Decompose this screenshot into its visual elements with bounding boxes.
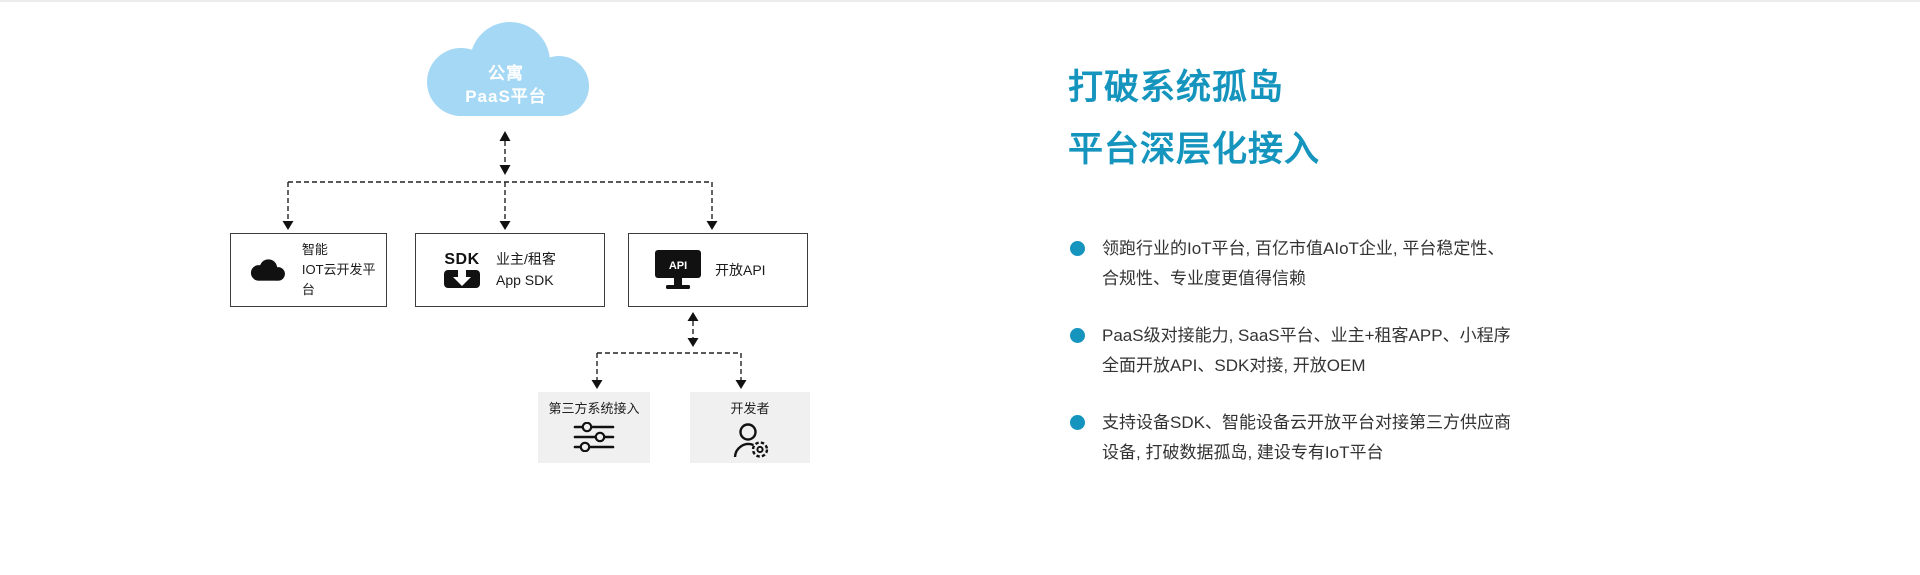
paas-cloud-node: 公寓 PaaS平台 [413,16,599,126]
sdk-badge-text: SDK [444,251,480,268]
bullet-text-line2: 设备, 打破数据孤岛, 建设专有IoT平台 [1102,443,1384,462]
cloud-shape [427,22,589,116]
feature-bullet: 支持设备SDK、智能设备云开放平台对接第三方供应商 设备, 打破数据孤岛, 建设… [1070,408,1550,468]
section-title-line1: 打破系统孤岛 [1068,68,1285,107]
feature-bullet: PaaS级对接能力, SaaS平台、业主+租客APP、小程序 全面开放API、S… [1070,321,1550,381]
feature-bullet-list: 领跑行业的IoT平台, 百亿市值AIoT企业, 平台稳定性、 合规性、专业度更值… [1070,234,1550,495]
bullet-dot [1070,328,1085,343]
sub-node-label: 开发者 [730,401,770,416]
sub-node-label: 第三方系统接入 [548,401,640,416]
api-badge-text: API [669,260,687,272]
sliders-icon [573,422,615,452]
architecture-diagram: 公寓 PaaS平台 [0,0,900,575]
bullet-text-line1: PaaS级对接能力, SaaS平台、业主+租客APP、小程序 [1102,326,1511,345]
feature-bullet: 领跑行业的IoT平台, 百亿市值AIoT企业, 平台稳定性、 合规性、专业度更值… [1070,234,1550,294]
bullet-text-line2: 合规性、专业度更值得信赖 [1102,269,1306,288]
node-label: 业主/租客 App SDK [496,249,556,291]
node-label: 开放API [715,262,766,278]
top-divider [0,0,1920,2]
section-title-line2: 平台深层化接入 [1068,130,1321,169]
sdk-download-glyph [444,268,480,288]
cloud-label-line2: PaaS平台 [465,87,547,106]
cloud-label: 公寓 PaaS平台 [413,62,599,108]
bullet-text: 领跑行业的IoT平台, 百亿市值AIoT企业, 平台稳定性、 合规性、专业度更值… [1102,234,1504,294]
cloud-label-line1: 公寓 [488,64,524,83]
bullet-text-line1: 支持设备SDK、智能设备云开放平台对接第三方供应商 [1102,413,1511,432]
bullet-text: 支持设备SDK、智能设备云开放平台对接第三方供应商 设备, 打破数据孤岛, 建设… [1102,408,1511,468]
node-label: 智能 IOT云开发平台 [302,240,386,300]
node-label-line1: 智能 [301,242,328,257]
node-iot-cloud-platform: 智能 IOT云开发平台 [230,233,387,307]
node-open-api: API 开放API [628,233,808,307]
sdk-download-icon: SDK [444,252,480,288]
node-app-sdk: SDK 业主/租客 App SDK [415,233,605,307]
bullet-dot [1070,415,1085,430]
cloud-icon [250,259,285,281]
node-developer: 开发者 [690,392,810,463]
bullet-text-line2: 全面开放API、SDK对接, 开放OEM [1102,356,1366,375]
api-monitor-icon: API [655,250,701,289]
node-third-party-access: 第三方系统接入 [538,392,650,463]
bullet-dot [1070,241,1085,256]
node-label-line2: App SDK [496,272,554,288]
node-label-line2: IOT云开发平台 [301,262,376,297]
section-title: 打破系统孤岛 平台深层化接入 [1068,57,1320,181]
node-label-line1: 业主/租客 [496,251,556,267]
developer-gear-icon [733,423,769,458]
bullet-text: PaaS级对接能力, SaaS平台、业主+租客APP、小程序 全面开放API、S… [1102,321,1511,381]
bullet-text-line1: 领跑行业的IoT平台, 百亿市值AIoT企业, 平台稳定性、 [1102,239,1505,258]
